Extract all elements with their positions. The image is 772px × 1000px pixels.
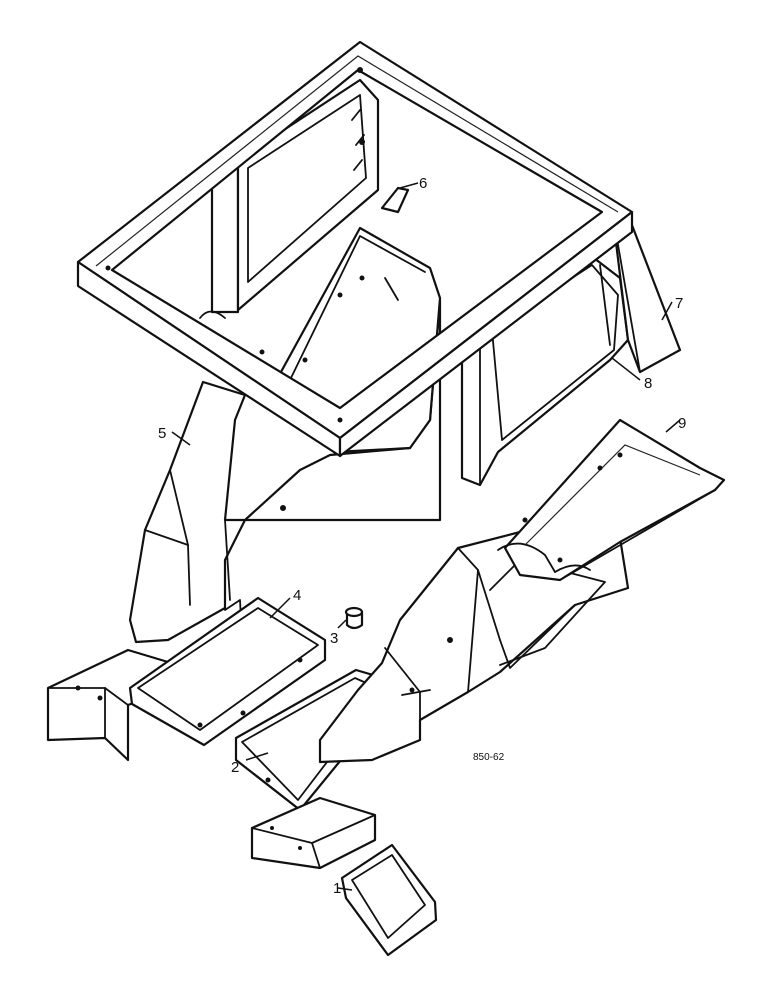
reference-code: 850-62 [473, 752, 505, 763]
step-part-1 [340, 843, 438, 957]
callout-7: 7 [675, 295, 683, 312]
leader-lines [171, 182, 681, 891]
right-foot-step [250, 796, 377, 870]
callout-9: 9 [678, 415, 686, 432]
callout-5: 5 [158, 425, 166, 442]
roof-frame [76, 40, 634, 458]
callout-2: 2 [231, 759, 239, 776]
bracket-part-6 [380, 186, 410, 214]
right-side-panel [318, 530, 630, 764]
callout-1: 1 [333, 880, 341, 897]
callout-labels: 1 2 3 4 5 6 7 8 9 850-62 [158, 175, 686, 897]
left-foot-step [46, 648, 170, 762]
callout-4: 4 [293, 587, 301, 604]
callout-3: 3 [330, 630, 338, 647]
callout-8: 8 [644, 375, 652, 392]
buffer-part-3 [344, 606, 364, 630]
tray-part-4 [128, 596, 327, 747]
callout-6: 6 [419, 175, 427, 192]
fender-part-9 [497, 418, 726, 582]
